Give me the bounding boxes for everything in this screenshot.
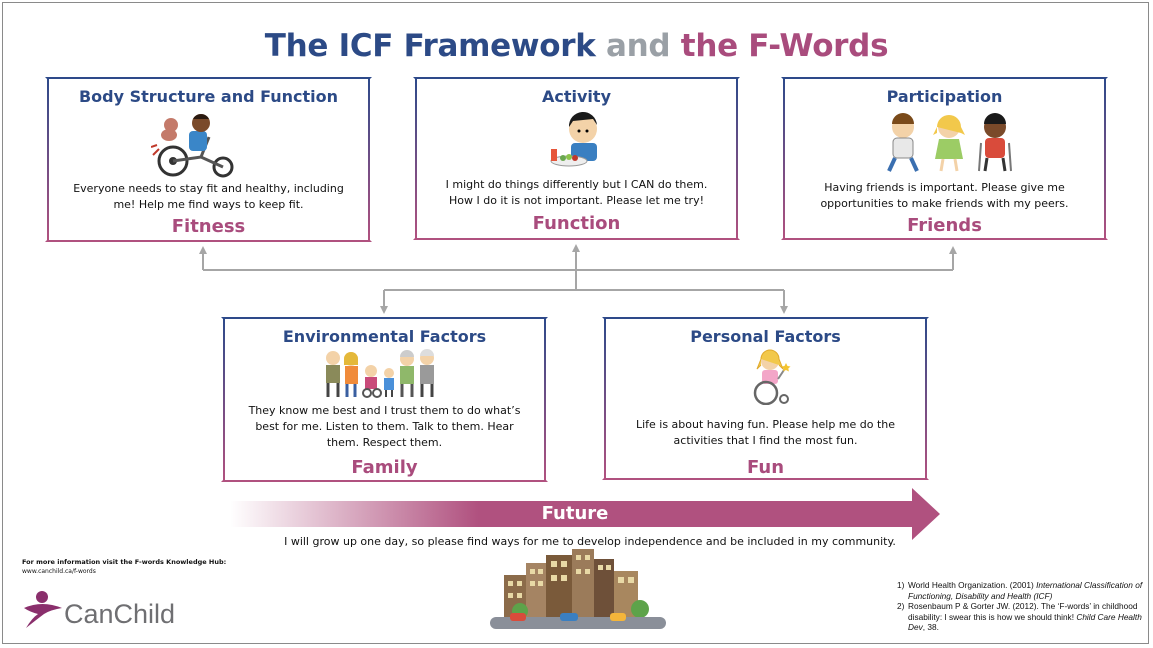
fword-family: Family bbox=[351, 457, 418, 478]
participation-box: Participation Having friends is importan… bbox=[781, 77, 1108, 240]
box-title: Activity bbox=[542, 87, 611, 106]
references: 1) World Health Organization. (2001) Int… bbox=[897, 580, 1147, 633]
personal-factors-box: Personal Factors Life is about having fu… bbox=[602, 317, 929, 480]
future-description: I will grow up one day, so please find w… bbox=[284, 535, 896, 548]
fword-fitness: Fitness bbox=[171, 216, 246, 237]
activity-box: Activity I might do things differently b… bbox=[413, 77, 740, 240]
title-and: and bbox=[595, 28, 681, 64]
future-arrow bbox=[230, 488, 940, 540]
fword-function: Function bbox=[532, 213, 621, 234]
canchild-logo-icon bbox=[24, 591, 62, 628]
friends-illustration bbox=[887, 113, 1012, 172]
box-description: Life is about having fun. Please help me… bbox=[635, 418, 896, 447]
box-title: Participation bbox=[886, 87, 1003, 106]
reference-text: World Health Organization. (2001) bbox=[908, 580, 1037, 590]
box-title: Environmental Factors bbox=[282, 327, 487, 346]
info-title: For more information visit the F-words K… bbox=[22, 558, 227, 566]
fword-fun: Fun bbox=[746, 457, 785, 478]
wheelchair-girl-illustration bbox=[753, 349, 791, 405]
city-illustration bbox=[490, 549, 666, 629]
family-illustration bbox=[326, 349, 434, 398]
future-label: Future bbox=[541, 503, 609, 524]
title-icf: The ICF Framework bbox=[264, 28, 596, 64]
reference-italic: International Classification of Function… bbox=[908, 580, 1143, 601]
reference-item: 1) World Health Organization. (2001) Int… bbox=[897, 580, 1147, 601]
canchild-logo-text: CanChild bbox=[64, 599, 176, 629]
reference-text: Rosenbaum P & Gorter JW. (2012). The ‘F-… bbox=[908, 601, 1138, 622]
eating-child-illustration bbox=[550, 111, 597, 167]
box-title: Personal Factors bbox=[690, 327, 841, 346]
reference-number: 2) bbox=[897, 601, 905, 611]
reference-number: 1) bbox=[897, 580, 905, 590]
reference-italic: Child Care Health Dev bbox=[908, 611, 1142, 633]
page-title: The ICF Framework and the F-Words bbox=[0, 28, 1153, 64]
body-structure-box: Body Structure and Function Everyone nee… bbox=[45, 77, 372, 242]
box-title: Body Structure and Function bbox=[78, 87, 339, 106]
environmental-factors-box: Environmental Factors They know me best … bbox=[221, 317, 548, 482]
tricycle-illustration bbox=[151, 114, 234, 178]
box-description: I might do things differently but I CAN … bbox=[445, 178, 708, 207]
reference-item: 2) Rosenbaum P & Gorter JW. (2012). The … bbox=[897, 601, 1147, 633]
fword-friends: Friends bbox=[907, 215, 982, 236]
title-fwords: the F-Words bbox=[680, 28, 889, 64]
box-description: They know me best and I trust them to do… bbox=[248, 404, 521, 449]
box-description: Everyone needs to stay fit and healthy, … bbox=[73, 182, 344, 211]
reference-tail: , 38. bbox=[922, 622, 939, 632]
box-description: Having friends is important. Please give… bbox=[820, 181, 1069, 210]
info-url[interactable]: www.canchild.ca/f-words bbox=[22, 568, 96, 575]
